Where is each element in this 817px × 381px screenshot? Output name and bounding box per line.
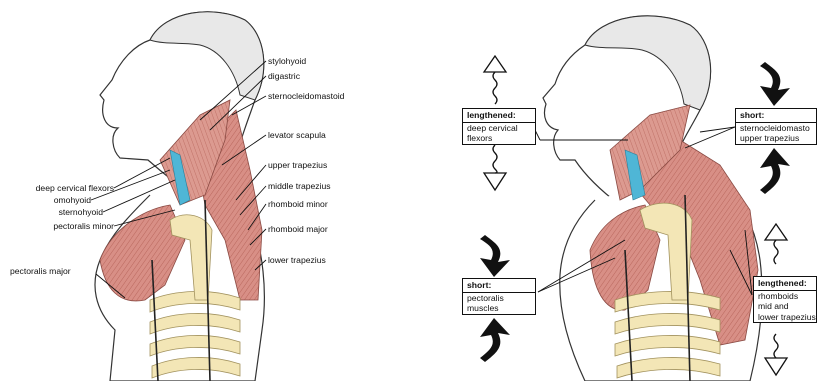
label-rhomboid-major: rhomboid major: [268, 224, 328, 234]
box-short-neck-line-2: upper trapezius: [736, 133, 816, 144]
box-lengthened-back: lengthened: rhomboids mid and lower trap…: [753, 276, 817, 323]
wavy-line-icon-2: [774, 334, 778, 358]
solid-curved-arrow-down-icon-2: [480, 235, 510, 277]
solid-curved-arrow-down-icon: [760, 62, 790, 106]
label-levator-scapula: levator scapula: [268, 130, 326, 140]
label-pectoralis-minor: pectoralis minor: [53, 221, 114, 231]
solid-curved-arrow-up-icon: [760, 148, 790, 194]
box-lengthened-neck-line-2: flexors: [463, 133, 535, 144]
label-upper-trapezius: upper trapezius: [268, 160, 327, 170]
box-lengthened-back-line-2: mid and: [754, 301, 816, 312]
box-lengthened-neck-line-1: deep cervical: [463, 123, 535, 134]
label-omohyoid: omohyoid: [54, 195, 91, 205]
solid-curved-arrow-up-icon-2: [480, 318, 510, 362]
right-figure: [543, 16, 762, 381]
outline-arrow-down-icon: [484, 173, 506, 190]
box-lengthened-neck: lengthened: deep cervical flexors: [462, 108, 536, 145]
box-lengthened-back-line-3: lower trapezius: [754, 312, 816, 323]
box-lengthened-back-line-1: rhomboids: [754, 291, 816, 302]
box-short-chest-line-1: pectoralis: [463, 293, 535, 304]
outline-arrow-down-icon-2: [765, 358, 787, 375]
box-short-neck-heading: short:: [736, 109, 816, 123]
label-sternocleidomastoid: sternocleidomastoid: [268, 91, 344, 101]
label-stylohyoid: stylohyoid: [268, 56, 306, 66]
label-middle-trapezius: middle trapezius: [268, 181, 331, 191]
outline-arrow-up-icon: [484, 56, 506, 72]
box-short-chest: short: pectoralis muscles: [462, 278, 536, 315]
box-short-neck-line-1: sternocleidomasto: [736, 123, 816, 134]
label-rhomboid-minor: rhomboid minor: [268, 199, 328, 209]
box-lengthened-back-heading: lengthened:: [754, 277, 816, 291]
box-short-neck: short: sternocleidomasto upper trapezius: [735, 108, 817, 145]
label-pectoralis-major: pectoralis major: [10, 266, 71, 276]
box-lengthened-neck-heading: lengthened:: [463, 109, 535, 123]
label-lower-trapezius: lower trapezius: [268, 255, 326, 265]
outline-arrow-up-icon-2: [765, 224, 787, 240]
label-deep-cervical-flexors: deep cervical flexors: [36, 183, 114, 193]
box-short-chest-heading: short:: [463, 279, 535, 293]
wavy-line-icon: [493, 72, 497, 104]
label-digastric: digastric: [268, 71, 300, 81]
label-sternohyoid: sternohyoid: [59, 207, 103, 217]
box-short-chest-line-2: muscles: [463, 303, 535, 314]
